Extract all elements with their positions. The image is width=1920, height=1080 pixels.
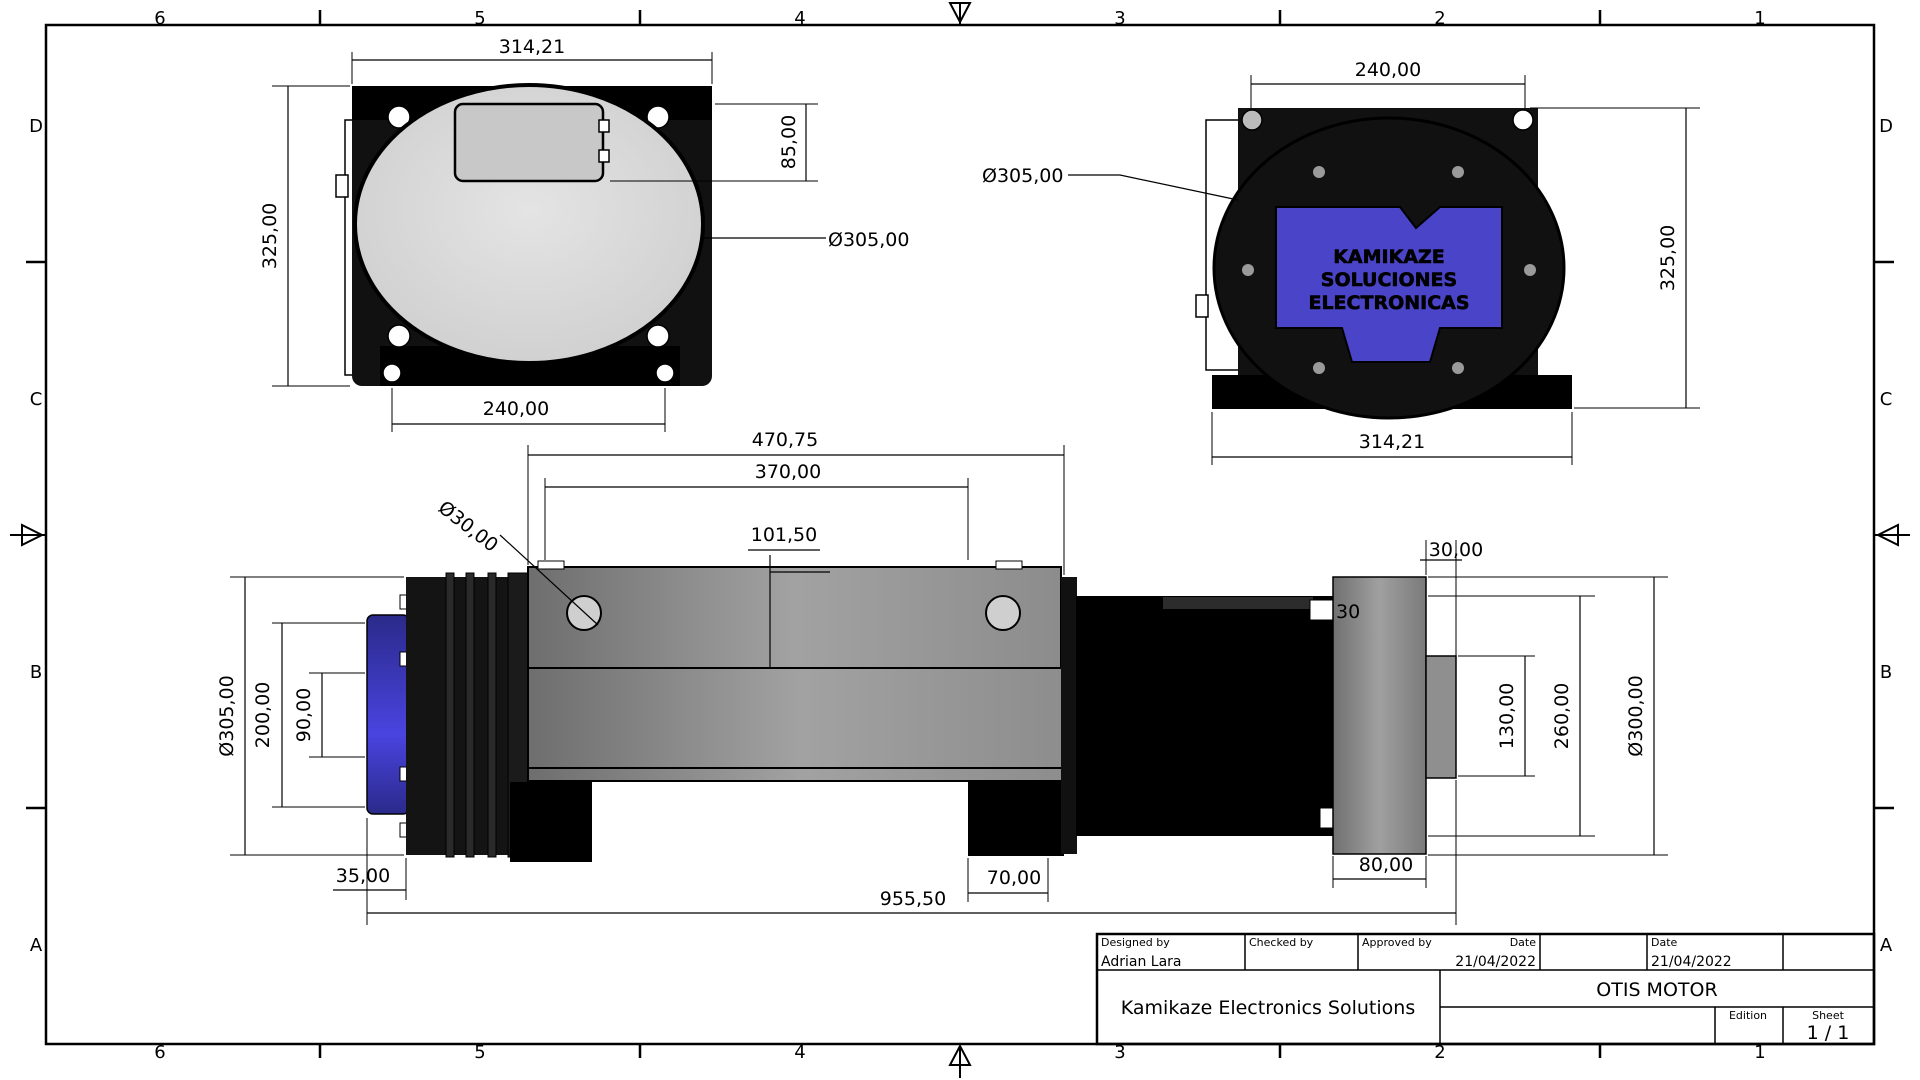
sheet-number: 1 / 1 (1807, 1022, 1850, 1044)
dim-rear-width-top: 240,00 (1355, 59, 1421, 81)
date-2: 21/04/2022 (1651, 954, 1732, 970)
front-view-dimensions: 314,21 240,00 325,00 85,00 Ø305,00 (259, 36, 909, 432)
date-label-2: Date (1651, 936, 1678, 949)
rear-view-dimensions: 240,00 314,21 325,00 Ø305,00 (982, 59, 1700, 465)
zone-row-left: D (29, 116, 43, 137)
zone-col-top: 3 (1114, 8, 1125, 29)
dim-side-overall-length: 955,50 (880, 888, 946, 910)
title-block: Designed by Adrian Lara Checked by Appro… (1095, 932, 1876, 1046)
zone-col-top: 2 (1434, 8, 1445, 29)
dim-front-diameter: Ø305,00 (828, 229, 909, 251)
dim-front-width-top: 314,21 (499, 36, 565, 58)
zone-col-top: 4 (794, 8, 805, 29)
dim-side-left-inner: 200,00 (252, 682, 274, 748)
zone-row-left: B (30, 662, 42, 683)
side-view-dimensions: 470,75 370,00 101,50 Ø30,00 30,00 30 Ø30… (216, 429, 1668, 925)
designed-by: Adrian Lara (1101, 954, 1181, 970)
dim-rear-height: 325,00 (1657, 225, 1679, 291)
dim-side-center-offset: 101,50 (751, 524, 817, 546)
rear-view: KAMIKAZE SOLUCIONES ELECTRONICAS (1195, 108, 1572, 420)
checked-by-label: Checked by (1249, 936, 1314, 949)
edition-label: Edition (1729, 1009, 1767, 1022)
dim-side-flange-width: 80,00 (1359, 854, 1413, 876)
dim-front-box-height: 85,00 (778, 115, 800, 169)
zone-col-bottom: 2 (1434, 1042, 1445, 1063)
dim-side-right-inner: 260,00 (1551, 683, 1573, 749)
dim-side-hole-diameter: Ø30,00 (434, 497, 502, 557)
dim-side-flange-thickness: 30,00 (1429, 539, 1483, 561)
date-label-1: Date (1510, 936, 1537, 949)
logo-line-3: ELECTRONICAS (1308, 292, 1469, 314)
zone-col-bottom: 1 (1754, 1042, 1765, 1063)
zone-col-bottom: 5 (474, 1042, 485, 1063)
drawing-frame (10, 2, 1910, 1078)
approved-by-label: Approved by (1362, 936, 1432, 949)
zone-col-top: 6 (154, 8, 165, 29)
zone-row-left: C (30, 389, 43, 410)
zone-col-bottom: 6 (154, 1042, 165, 1063)
logo-line-2: SOLUCIONES (1321, 269, 1457, 291)
zone-row-right: C (1880, 389, 1893, 410)
sheet-label: Sheet (1812, 1009, 1844, 1022)
zone-col-bottom: 3 (1114, 1042, 1125, 1063)
dim-side-left-offset: 35,00 (336, 865, 390, 887)
date-1: 21/04/2022 (1455, 954, 1536, 970)
zone-col-top: 1 (1754, 8, 1765, 29)
front-view (335, 83, 712, 386)
dim-side-left-hub: 90,00 (293, 688, 315, 742)
side-view (366, 560, 1457, 862)
dim-side-overall-body: 470,75 (752, 429, 818, 451)
zone-col-bottom: 4 (794, 1042, 805, 1063)
drawing-title: OTIS MOTOR (1596, 979, 1717, 1001)
logo-line-1: KAMIKAZE (1333, 246, 1445, 268)
company-name: Kamikaze Electronics Solutions (1121, 997, 1415, 1019)
dim-front-width-bottom: 240,00 (483, 398, 549, 420)
dim-side-right-diameter: Ø300,00 (1625, 675, 1647, 756)
dim-rear-width-bottom: 314,21 (1359, 431, 1425, 453)
designed-by-label: Designed by (1101, 936, 1170, 949)
dim-side-left-diameter: Ø305,00 (216, 675, 238, 756)
dim-side-right-shaft: 130,00 (1496, 683, 1518, 749)
dim-side-foot-width: 70,00 (987, 867, 1041, 889)
dim-front-height: 325,00 (259, 203, 281, 269)
dim-rear-diameter: Ø305,00 (982, 165, 1063, 187)
zone-row-right: D (1879, 116, 1893, 137)
zone-labels: 6 5 4 3 2 1 6 5 4 3 2 1 D C B A D C B A (29, 8, 1893, 1063)
dim-side-small-label: 30 (1336, 601, 1360, 623)
zone-row-right: A (1880, 935, 1893, 956)
zone-row-left: A (30, 935, 43, 956)
zone-col-top: 5 (474, 8, 485, 29)
zone-row-right: B (1880, 662, 1892, 683)
dim-side-body-length: 370,00 (755, 461, 821, 483)
